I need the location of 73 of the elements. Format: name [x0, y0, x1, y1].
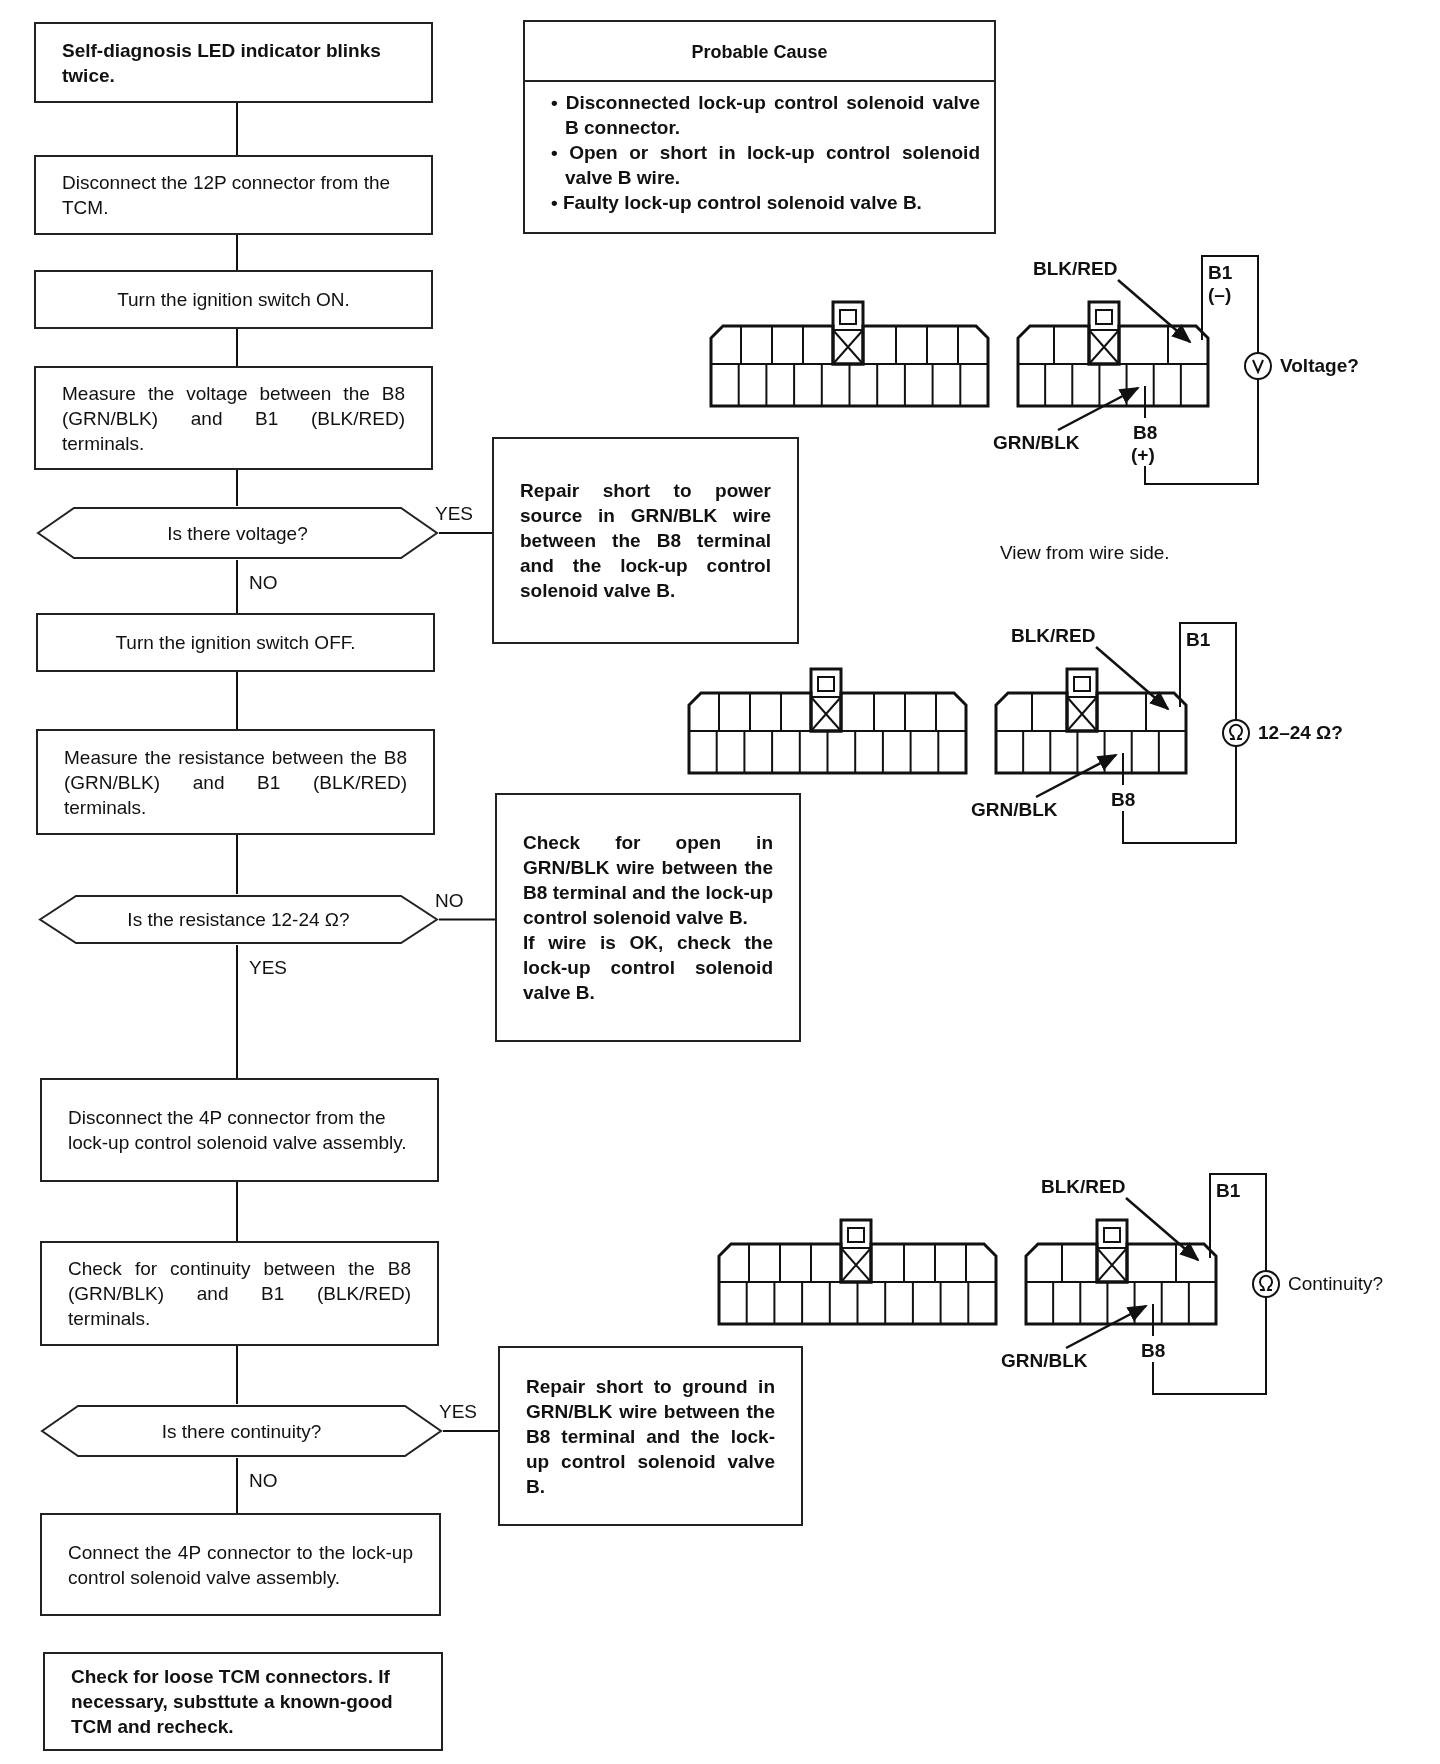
step-text: Connect the 4P connector to the lock-up control solenoid valve assembly.: [68, 1540, 413, 1590]
connector-line: [236, 671, 238, 730]
connector-line: [442, 1430, 499, 1432]
connector-line: [236, 328, 238, 367]
step-text: Repair short to ground in GRN/BLK wire between the B8 terminal and the lock-up control solenoid valve B.: [526, 1374, 775, 1499]
terminal-label: B8: [1111, 788, 1136, 812]
cause-item: • Open or short in lock-up control solenoid valve B wire.: [550, 141, 981, 190]
step-text: Check for loose TCM connectors. If necessary, substtute a known-good TCM and recheck.: [71, 1665, 394, 1739]
process-box: [36, 613, 435, 672]
connector-line: [236, 234, 238, 271]
step-text: Is there continuity?: [161, 1419, 322, 1444]
process-box: [40, 1513, 441, 1616]
connector-line: [236, 1345, 238, 1405]
step-text: If wire is OK, check the lock-up control solenoid valve B.: [523, 931, 773, 1005]
step-text: Is there voltage?: [167, 521, 308, 546]
step-text: Self-diagnosis LED indicator blinks twice.: [62, 38, 382, 88]
caption-text: View from wire side.: [1000, 541, 1170, 565]
measurement-label: Voltage?: [1280, 354, 1359, 378]
process-box: [43, 1652, 443, 1751]
process-box: [36, 729, 435, 835]
cause-item: • Faulty lock-up control solenoid valve B.: [550, 191, 923, 215]
connector-line: [236, 559, 238, 614]
leader-line: [1065, 1304, 1148, 1350]
connector-line: [236, 469, 238, 507]
process-box: [40, 1078, 439, 1182]
step-text: Turn the ignition switch ON.: [116, 288, 351, 312]
wire-color-label: BLK/RED: [1033, 256, 1118, 281]
terminal-label: B1: [1216, 1179, 1241, 1203]
terminal-label: (+): [1131, 443, 1155, 467]
leader-line: [1035, 753, 1118, 799]
step-text: Disconnect the 4P connector from the lock-up control solenoid valve assembly.: [68, 1106, 408, 1155]
process-box: [492, 437, 799, 644]
cause-item: • Disconnected lock-up control solenoid valve B connector.: [550, 91, 981, 140]
leader-line: [1057, 386, 1140, 432]
step-text: Is the resistance 12-24 Ω?: [127, 908, 350, 932]
measurement-label: 12–24 Ω?: [1258, 721, 1343, 745]
wire-color-label: BLK/RED: [1041, 1174, 1126, 1199]
step-text: Measure the resistance between the B8 (GRN/BLK) and B1 (BLK/RED) terminals.: [64, 745, 407, 820]
leader-line: [1117, 279, 1192, 344]
terminal-label: B8: [1133, 421, 1158, 445]
step-text: Repair short to power source in GRN/BLK wire between the B8 terminal and the lock-up control solenoid valve B.: [520, 479, 771, 603]
wire-color-label: GRN/BLK: [1001, 1348, 1088, 1373]
leader-line: [1095, 646, 1170, 711]
step-text: Disconnect the 12P connector from the TCM.: [62, 171, 392, 220]
process-box: [34, 22, 433, 103]
wire-color-label: BLK/RED: [1011, 623, 1096, 648]
connector-line: [236, 834, 238, 895]
terminal-label: B8: [1141, 1339, 1166, 1363]
process-box: [498, 1346, 803, 1526]
terminal-label: B1: [1186, 628, 1211, 652]
process-box: [34, 270, 433, 329]
terminal-label: (–): [1208, 283, 1232, 307]
step-text: Check for open in GRN/BLK wire between the B8 terminal and the lock-up control solenoid valve B.: [523, 831, 773, 930]
connector-line: [236, 1181, 238, 1242]
connector-line: [236, 102, 238, 156]
leader-line: [1125, 1197, 1200, 1262]
terminal-label: B1: [1208, 261, 1233, 285]
wire-color-label: GRN/BLK: [993, 430, 1080, 455]
step-text: Measure the voltage between the B8 (GRN/BLK) and B1 (BLK/RED) terminals.: [62, 381, 405, 456]
process-box: [34, 366, 433, 470]
process-box: [495, 793, 801, 1042]
measurement-label: Continuity?: [1288, 1272, 1384, 1296]
table-heading: Probable Cause: [525, 22, 994, 82]
step-text: Check for continuity between the B8 (GRN/BLK) and B1 (BLK/RED) terminals.: [68, 1257, 411, 1331]
connector-line: [236, 1457, 238, 1514]
connector-line: [438, 532, 493, 534]
wire-color-label: GRN/BLK: [971, 797, 1058, 822]
connector-line: [236, 944, 238, 1079]
process-box: [34, 155, 433, 235]
connector-line: [438, 918, 496, 921]
process-box: [40, 1241, 439, 1346]
step-text: Turn the ignition switch OFF.: [114, 631, 357, 655]
probable-cause-box: [523, 20, 996, 234]
